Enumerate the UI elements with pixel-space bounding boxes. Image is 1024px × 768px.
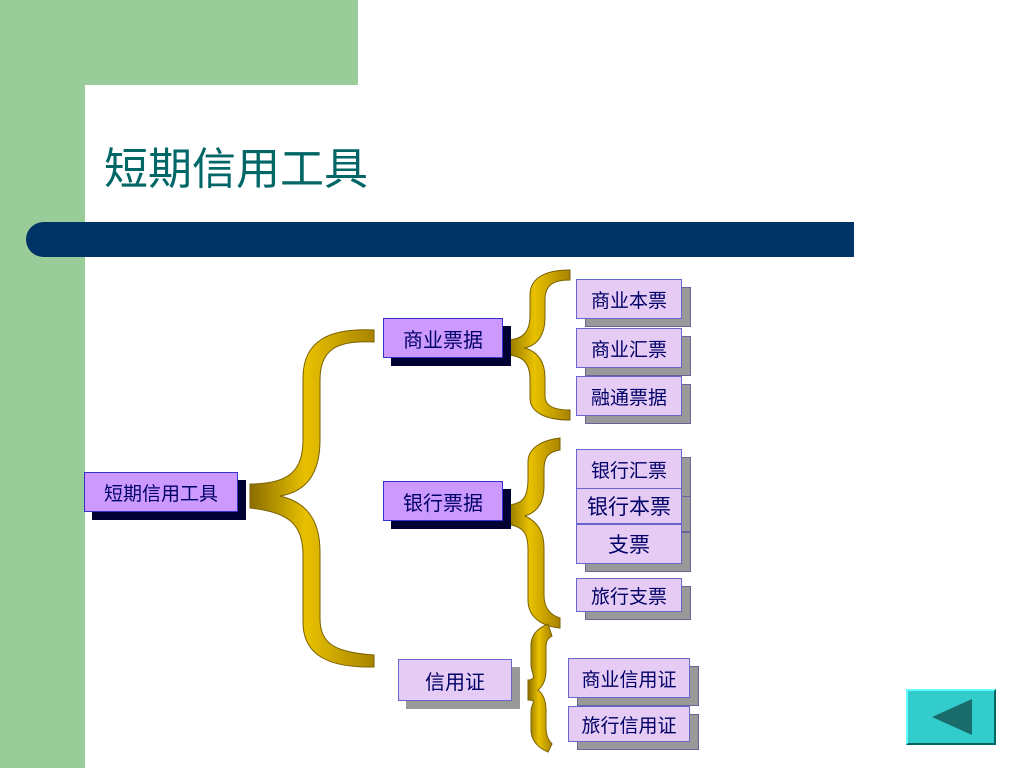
title-underline-bar bbox=[26, 222, 854, 257]
leaf-travelers-check: 旅行支票 bbox=[576, 578, 691, 620]
leaf-label: 商业信用证 bbox=[568, 658, 690, 698]
leaf-commercial-letter-of-credit: 商业信用证 bbox=[568, 658, 699, 706]
branch-bank-bills: 银行票据 bbox=[383, 481, 511, 529]
leaf-accommodation-bill: 融通票据 bbox=[576, 376, 691, 424]
back-button[interactable] bbox=[906, 689, 996, 745]
root-label: 短期信用工具 bbox=[84, 472, 238, 512]
leaf-label: 融通票据 bbox=[576, 376, 682, 416]
leaf-travelers-letter-of-credit: 旅行信用证 bbox=[568, 706, 699, 750]
leaf-label: 支票 bbox=[576, 524, 682, 564]
green-side-band bbox=[0, 0, 85, 768]
leaf-label: 银行汇票 bbox=[576, 449, 682, 489]
leaf-bank-draft: 银行汇票 bbox=[576, 449, 691, 497]
slide-title: 短期信用工具 bbox=[104, 144, 368, 195]
leaf-cashiers-check: 银行本票 bbox=[576, 488, 691, 532]
rounded-corner bbox=[85, 85, 145, 145]
branch-letter-of-credit: 信用证 bbox=[398, 659, 520, 709]
leaf-label: 商业本票 bbox=[576, 279, 682, 319]
branch-label: 信用证 bbox=[398, 659, 512, 701]
branch-commercial-paper: 商业票据 bbox=[383, 318, 511, 366]
leaf-commercial-draft: 商业汇票 bbox=[576, 328, 691, 376]
root-node: 短期信用工具 bbox=[84, 472, 246, 520]
leaf-label: 旅行支票 bbox=[576, 578, 682, 612]
leaf-commercial-promissory-note: 商业本票 bbox=[576, 279, 691, 327]
leaf-label: 旅行信用证 bbox=[568, 706, 690, 742]
brace-credit bbox=[527, 623, 553, 753]
leaf-label: 商业汇票 bbox=[576, 328, 682, 368]
branch-label: 商业票据 bbox=[383, 318, 503, 358]
leaf-check: 支票 bbox=[576, 524, 691, 572]
main-brace bbox=[249, 329, 375, 668]
branch-label: 银行票据 bbox=[383, 481, 503, 521]
brace-commercial bbox=[504, 269, 571, 421]
leaf-label: 银行本票 bbox=[576, 488, 682, 524]
back-arrow-icon bbox=[932, 699, 972, 735]
brace-bank bbox=[504, 437, 561, 629]
